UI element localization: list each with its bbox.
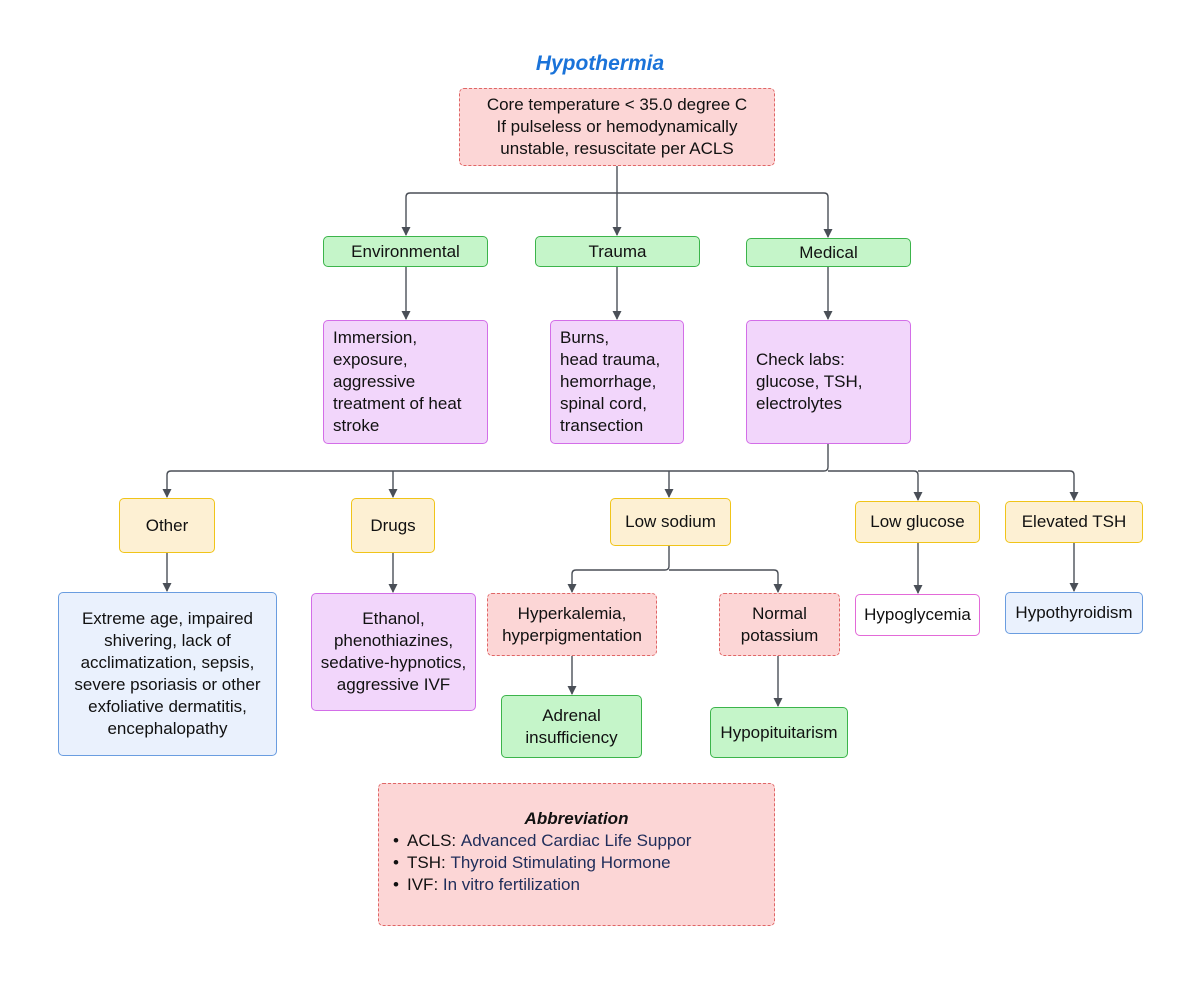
- connector-root-medical: [617, 192, 833, 238]
- node-adrenal-insufficiency: Adrenal insufficiency: [501, 695, 642, 758]
- node-environmental: Environmental: [323, 236, 488, 267]
- abbreviation-item: • ACLS: Advanced Cardiac Life Suppor: [393, 830, 774, 852]
- abbreviation-title: Abbreviation: [524, 809, 629, 828]
- abbreviation-item: • TSH: Thyroid Stimulating Hormone: [393, 852, 774, 874]
- abbreviation-box: Abbreviation • ACLS: Advanced Cardiac Li…: [378, 783, 775, 926]
- bullet-icon: •: [393, 875, 399, 894]
- node-medical: Medical: [746, 238, 911, 267]
- connector-bus-elevated-tsh: [918, 470, 1079, 501]
- connector-bus-low-glucose: [828, 470, 923, 501]
- node-elevated-tsh: Elevated TSH: [1005, 501, 1143, 543]
- node-low-sodium: Low sodium: [610, 498, 731, 546]
- abbreviation-item: • IVF: In vitro fertilization: [393, 874, 774, 896]
- abbreviation-term: TSH:: [407, 853, 446, 872]
- abbreviation-definition: Advanced Cardiac Life Suppor: [460, 831, 692, 850]
- node-hypoglycemia: Hypoglycemia: [855, 594, 980, 636]
- node-drugs: Drugs: [351, 498, 435, 553]
- bullet-icon: •: [393, 831, 399, 850]
- node-trauma: Trauma: [535, 236, 700, 267]
- abbreviation-term: ACLS:: [407, 831, 457, 850]
- abbreviation-definition: Thyroid Stimulating Hormone: [450, 853, 671, 872]
- node-normal-potassium: Normal potassium: [719, 593, 840, 656]
- node-hypothyroidism: Hypothyroidism: [1005, 592, 1143, 634]
- node-environmental-detail: Immersion, exposure, aggressive treatmen…: [323, 320, 488, 444]
- node-hyperkalemia: Hyperkalemia, hyperpigmentation: [487, 593, 657, 656]
- node-trauma-detail: Burns, head trauma, hemorrhage, spinal c…: [550, 320, 684, 444]
- node-drugs-detail: Ethanol, phenothiazines, sedative-hypnot…: [311, 593, 476, 711]
- node-other-detail: Extreme age, impaired shivering, lack of…: [58, 592, 277, 756]
- connector-medical-bus: [162, 444, 829, 498]
- abbreviation-definition: In vitro fertilization: [442, 875, 580, 894]
- diagram-title: Hypothermia: [535, 52, 665, 75]
- node-low-glucose: Low glucose: [855, 501, 980, 543]
- abbreviation-term: IVF:: [407, 875, 439, 894]
- node-other: Other: [119, 498, 215, 553]
- connector-sodium-split: [567, 546, 670, 593]
- root-node: Core temperature < 35.0 degree C If puls…: [459, 88, 775, 166]
- bullet-icon: •: [393, 853, 399, 872]
- node-medical-detail: Check labs: glucose, TSH, electrolytes: [746, 320, 911, 444]
- node-hypopituitarism: Hypopituitarism: [710, 707, 848, 758]
- connector-root-environmental: [401, 192, 617, 236]
- abbreviation-list: • ACLS: Advanced Cardiac Life Suppor • T…: [393, 830, 774, 896]
- connector-sodium-normal-potassium: [669, 569, 783, 593]
